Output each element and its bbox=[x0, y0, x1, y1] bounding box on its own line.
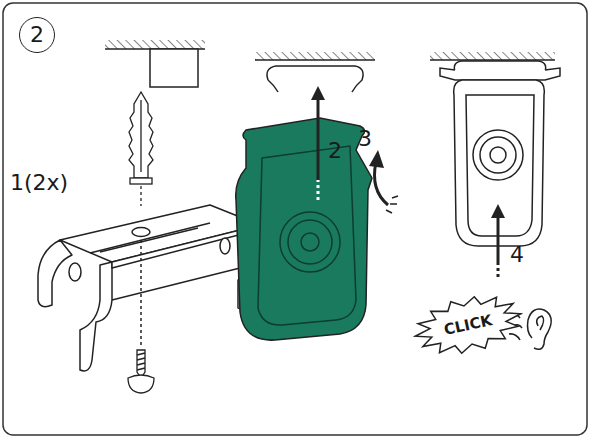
burst-shape bbox=[410, 288, 527, 362]
ceiling-block bbox=[105, 40, 205, 87]
panel-border bbox=[3, 3, 587, 435]
wall-plug bbox=[129, 92, 153, 206]
step-number: 2 bbox=[19, 17, 55, 53]
mounting-clip bbox=[38, 205, 260, 371]
ceiling-rail bbox=[255, 52, 375, 92]
step-callout: 4 bbox=[510, 244, 524, 266]
screw bbox=[128, 350, 154, 393]
rotate-arrow bbox=[369, 150, 398, 213]
quantity-callout: 1(2x) bbox=[10, 172, 68, 194]
step-callout: 2 bbox=[328, 140, 342, 162]
step-callout: 3 bbox=[358, 128, 372, 150]
step-number: 2 bbox=[30, 24, 44, 46]
click-burst: CLICK bbox=[407, 285, 529, 365]
mounted-plate bbox=[430, 52, 560, 280]
green-cover-plate bbox=[236, 86, 372, 340]
